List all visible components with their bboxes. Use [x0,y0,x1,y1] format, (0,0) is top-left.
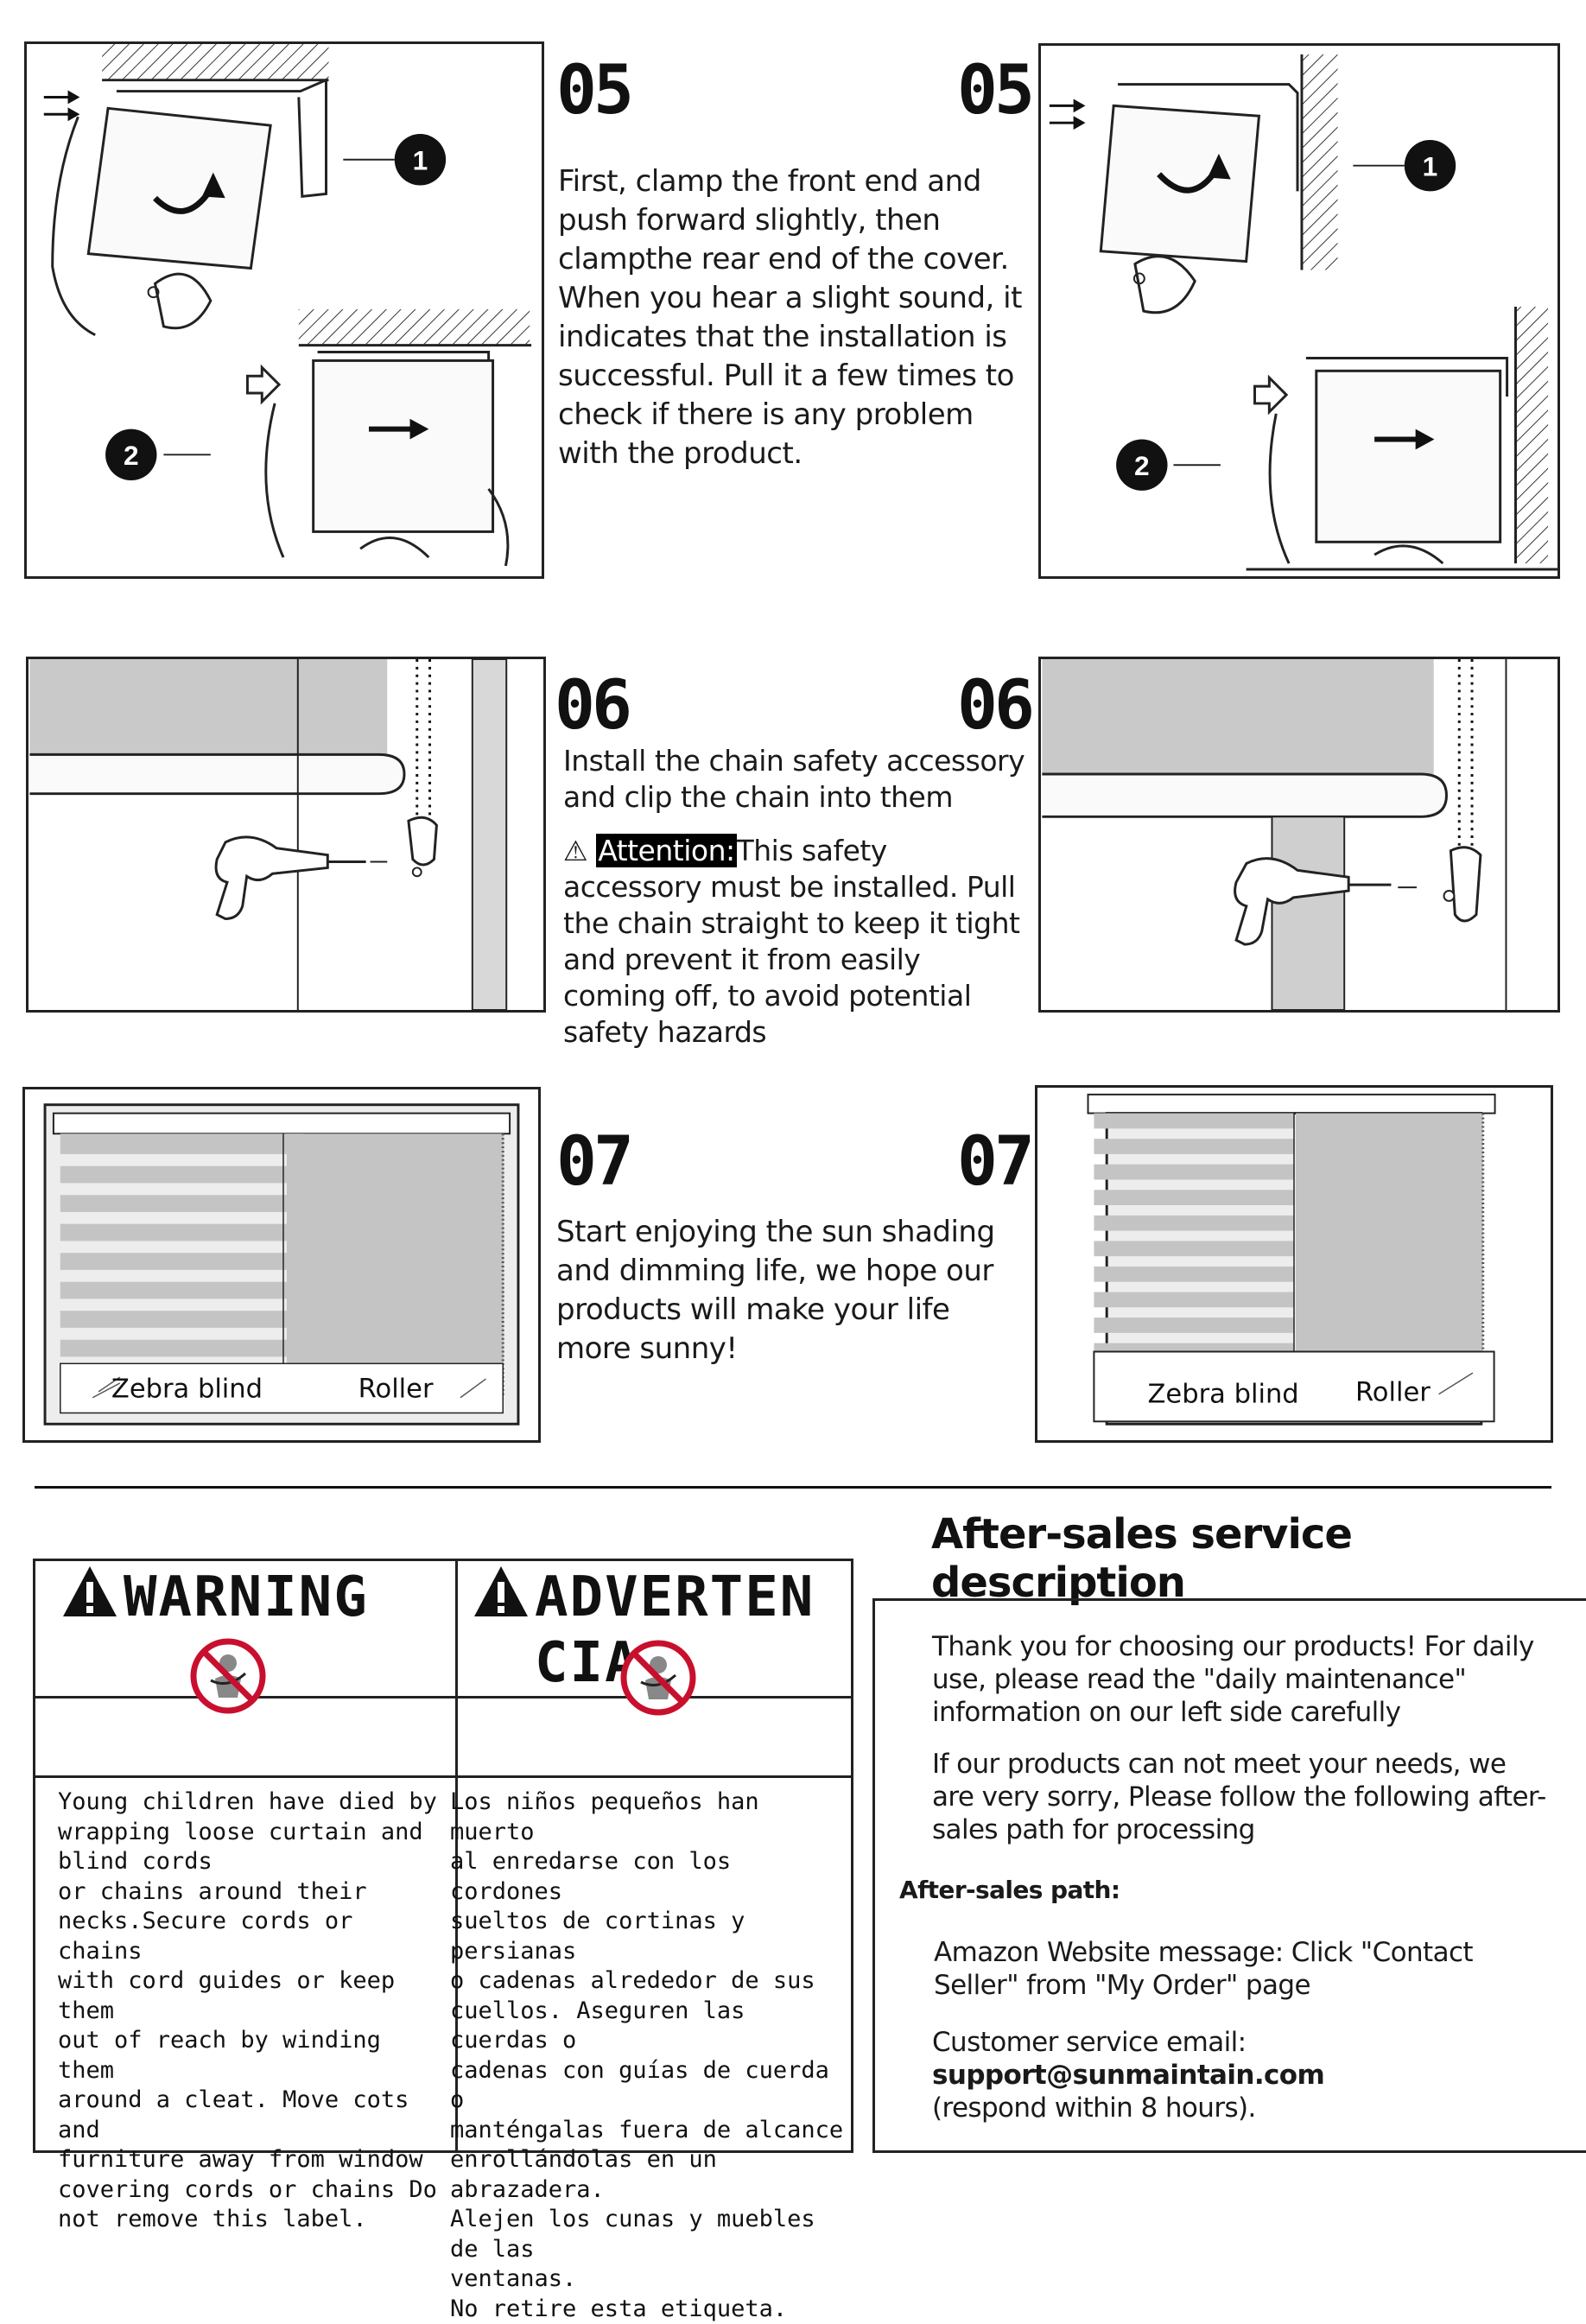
warning-triangle-icon: ⚠ [563,835,588,867]
callout-1-label-right: 1 [1423,151,1438,182]
cover-clamp-wall-illustration: 1 2 [1049,54,1557,571]
warning-body-en: Young children have died by wrapping loo… [58,1788,437,2232]
step05-number-right: 05 [957,52,1035,130]
zebra-blind-label: Zebra blind [111,1375,263,1405]
zebra-blind-label-right: Zebra blind [1147,1380,1298,1410]
after-sales-path-label: After-sales path: [899,1876,1120,1904]
response-time-note: (respond within 8 hours). [932,2092,1256,2124]
step06-attention-block: ⚠ Attention:This safety accessory must b… [563,833,1030,1051]
warning-title-es-line2: CIA [535,1631,640,1695]
attention-label: Attention: [596,834,737,867]
callout-1-label: 1 [413,145,428,176]
step07-number-left: 07 [556,1123,634,1201]
after-sales-para1: Thank you for choosing our products! For… [932,1631,1534,1728]
step05-illustration-ceiling: 1 2 [24,41,544,579]
after-sales-para2: If our products can not meet your needs,… [932,1749,1546,1845]
callout-2-label-right: 2 [1134,450,1150,481]
warning-triangle-icon [63,1566,117,1616]
warning-body-es: Los niños pequeños han muerto al enredar… [450,1788,844,2322]
warning-row-divider-1 [35,1696,851,1699]
warning-label: WARNING ADVERTEN CIA Young children have… [33,1559,853,2322]
step06-illustration-left [26,657,546,1013]
no-children-icon-es [620,1640,696,1716]
warning-title-en: WARNING [124,1565,369,1629]
callout-2-label: 2 [124,440,139,471]
email-label: Customer service email: [932,2027,1247,2058]
step07-number-right: 07 [957,1123,1035,1201]
step07-instruction-text: Start enjoying the sun shading and dimmi… [556,1215,995,1366]
roller-label-right: Roller [1355,1378,1431,1408]
section-divider [35,1486,1551,1489]
step06-instruction-text: Install the chain safety accessory and c… [563,744,1025,814]
chain-safety-install-illustration-right [1042,659,1507,1010]
warning-triangle-icon-es [474,1566,528,1616]
cover-clamp-ceiling-illustration: 1 2 [43,44,532,567]
support-email-link[interactable]: support@sunmaintain.com [932,2060,1325,2091]
step05-illustration-wall: 1 2 [1038,43,1560,579]
step05-instruction-text: First, clamp the front end and push forw… [558,164,1022,471]
no-children-icon [190,1638,266,1714]
step07-illustration-left: Zebra blind Roller [22,1087,541,1443]
chain-safety-install-illustration [29,659,508,1010]
zebra-stripes [60,1133,303,1357]
warning-title-es-line1: ADVERTEN [535,1565,815,1629]
step07-illustration-right: Zebra blind Roller [1035,1085,1553,1443]
zebra-roller-window-illustration-right: Zebra blind Roller [1087,1093,1496,1426]
after-sales-amazon-message: Amazon Website message: Click "Contact S… [934,1937,1474,2001]
zebra-roller-window-illustration: Zebra blind Roller [43,1103,520,1426]
step06-illustration-right [1038,657,1560,1013]
warning-column-divider [455,1561,458,2150]
after-sales-email-line: Customer service email: support@sunmaint… [932,2026,1571,2124]
warning-row-divider-2 [35,1775,851,1778]
step06-number-right: 06 [957,667,1035,745]
step06-number-left: 06 [555,667,632,745]
step05-number-left: 05 [556,52,634,130]
after-sales-box: Thank you for choosing our products! For… [872,1598,1586,2153]
roller-label: Roller [358,1375,434,1405]
after-sales-heading: After-sales service description [931,1510,1353,1607]
attention-text: This safety accessory must be installed.… [563,834,1020,1049]
